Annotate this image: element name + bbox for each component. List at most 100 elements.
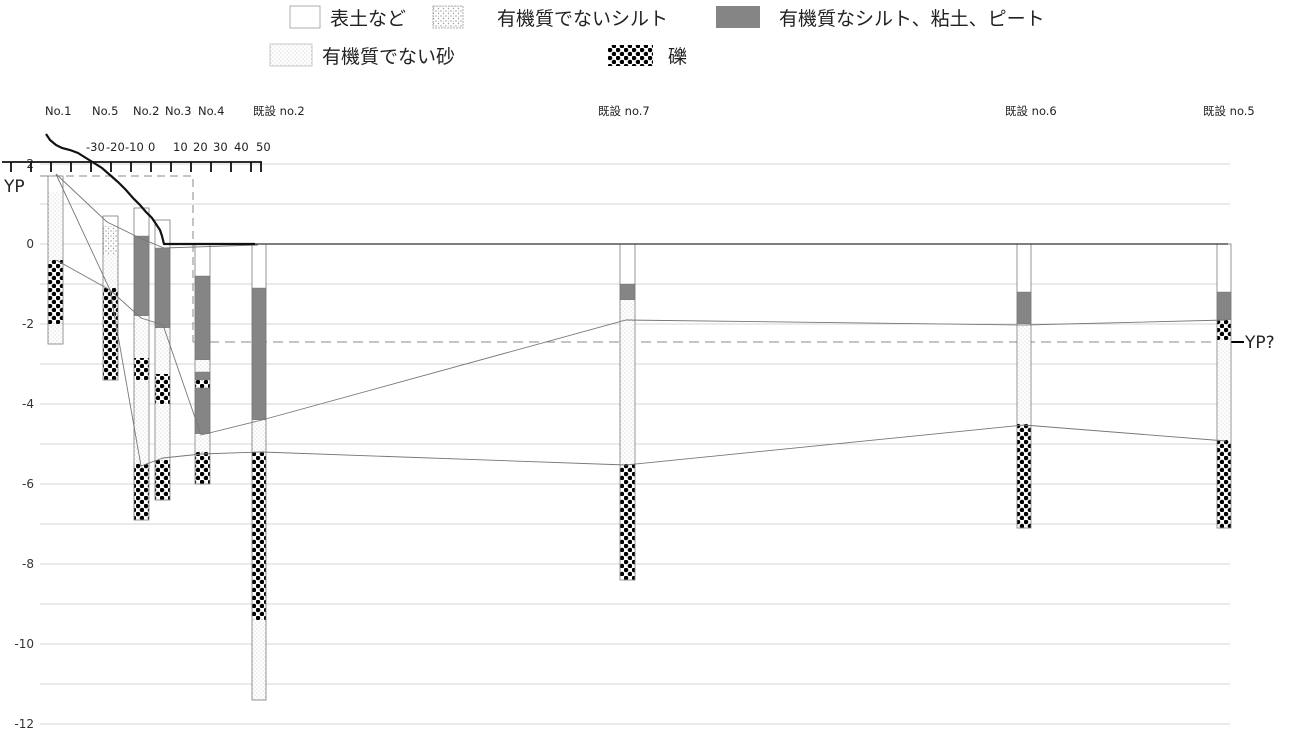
distance-scale-ticks xyxy=(2,161,262,172)
layer-organic xyxy=(1216,291,1232,321)
layer-gravel xyxy=(155,460,170,500)
borehole-columns xyxy=(47,175,1232,701)
legend-swatch-sand xyxy=(269,43,313,67)
layer-gravel xyxy=(155,374,170,404)
borehole-label-no2: No.2 xyxy=(133,104,159,118)
layer-gravel xyxy=(1017,424,1031,528)
layer-topsoil xyxy=(134,208,149,236)
distance-label: 10 xyxy=(173,140,188,154)
layer-gravel xyxy=(1217,320,1231,340)
borehole-outline xyxy=(47,175,64,345)
layer-sand xyxy=(134,316,149,358)
layer-sand xyxy=(252,620,266,700)
borehole-ex5 xyxy=(1216,243,1232,529)
layer-sand xyxy=(48,324,63,344)
distance-label: 30 xyxy=(213,140,228,154)
layer-gravel xyxy=(134,358,149,380)
datum-label: YP? xyxy=(1244,333,1275,353)
legend-label-topsoil: 表土など xyxy=(330,8,406,30)
depth-tick-label: -8 xyxy=(22,557,34,571)
ground-surface-line xyxy=(45,133,255,246)
layer-topsoil xyxy=(103,216,118,226)
y-axis-title: YP xyxy=(3,177,25,197)
borehole-outline xyxy=(154,219,171,501)
layer-topsoil xyxy=(1217,244,1231,292)
borehole-no3 xyxy=(154,219,171,501)
borehole-label-no3: No.3 xyxy=(165,104,191,118)
borehole-label-no1: No.1 xyxy=(45,104,71,118)
correlation-line-organic-top xyxy=(55,173,259,249)
correlation-line-gravel-top xyxy=(55,259,1227,467)
depth-tick-label: -12 xyxy=(14,717,34,731)
layer-sand xyxy=(155,404,170,460)
distance-label: 40 xyxy=(234,140,249,154)
distance-scale: -30 -20 -10 0 10 20 30 40 50 xyxy=(86,140,271,154)
layer-gravel xyxy=(134,464,149,520)
depth-tick-label: -2 xyxy=(22,317,34,331)
distance-label: 50 xyxy=(256,140,271,154)
layer-organic xyxy=(251,287,267,421)
borehole-ex2 xyxy=(251,243,267,701)
layer-sand xyxy=(195,360,210,372)
distance-label: -30 xyxy=(86,140,105,154)
legend-label-organic: 有機質なシルト、粘土、ピート xyxy=(779,8,1045,30)
borehole-label-ex5: 既設 no.5 xyxy=(1203,104,1255,118)
legend-swatch-organic xyxy=(716,6,760,28)
borehole-label-no5: No.5 xyxy=(92,104,118,118)
depth-tick-label: 0 xyxy=(26,237,34,251)
layer-topsoil xyxy=(252,244,266,288)
borehole-no2 xyxy=(133,207,150,521)
borehole-no5 xyxy=(102,215,119,381)
layer-gravel xyxy=(103,288,118,380)
borehole-no4 xyxy=(194,243,211,485)
layer-topsoil xyxy=(620,244,635,284)
distance-label: 20 xyxy=(193,140,208,154)
borehole-ex6 xyxy=(1016,243,1032,529)
legend-label-silt: 有機質でないシルト xyxy=(497,8,668,30)
layer-gravel xyxy=(48,260,63,324)
layer-gravel xyxy=(195,380,210,388)
legend-swatch-silt xyxy=(432,5,464,29)
layer-organic xyxy=(194,275,211,361)
layer-sand xyxy=(620,300,635,464)
layer-sand xyxy=(195,434,210,452)
layer-organic xyxy=(1016,291,1032,325)
layer-sand xyxy=(48,192,63,260)
correlation-lines xyxy=(55,173,1227,467)
layer-gravel xyxy=(195,452,210,484)
distance-label: -10 xyxy=(125,140,144,154)
borehole-label-ex7: 既設 no.7 xyxy=(598,104,650,118)
borehole-label-ex2: 既設 no.2 xyxy=(253,104,305,118)
layer-silt xyxy=(103,226,118,254)
layer-sand xyxy=(1217,340,1231,440)
layer-organic xyxy=(194,371,211,381)
layer-organic xyxy=(619,283,636,301)
layer-sand xyxy=(134,380,149,464)
depth-axis: 20-2-4-6-8-10-12 xyxy=(14,157,34,731)
legend-swatch-gravel xyxy=(608,45,653,66)
layer-topsoil xyxy=(195,244,210,276)
layer-gravel xyxy=(620,464,635,580)
legend-label-gravel: 礫 xyxy=(668,46,687,68)
layer-sand xyxy=(155,328,170,374)
borehole-outline xyxy=(102,215,119,381)
survey-outline xyxy=(40,175,194,342)
legend: 表土など 有機質でないシルト 有機質なシルト、粘土、ピート 有機質でない砂 礫 xyxy=(269,5,1045,68)
layer-sand xyxy=(103,254,118,288)
borehole-ex7 xyxy=(619,243,636,581)
depth-tick-label: -6 xyxy=(22,477,34,491)
depth-tick-label: -10 xyxy=(14,637,34,651)
layer-organic xyxy=(133,235,150,317)
borehole-label-ex6: 既設 no.6 xyxy=(1005,104,1057,118)
layer-gravel xyxy=(252,452,266,620)
borehole-label-no4: No.4 xyxy=(198,104,224,118)
legend-swatch-topsoil xyxy=(289,5,321,29)
legend-label-sand: 有機質でない砂 xyxy=(322,46,455,68)
distance-label: 0 xyxy=(148,140,155,154)
distance-label: -20 xyxy=(106,140,125,154)
layer-organic xyxy=(154,247,171,329)
depth-tick-label: -4 xyxy=(22,397,34,411)
layer-sand xyxy=(1017,324,1031,424)
layer-topsoil xyxy=(1017,244,1031,292)
